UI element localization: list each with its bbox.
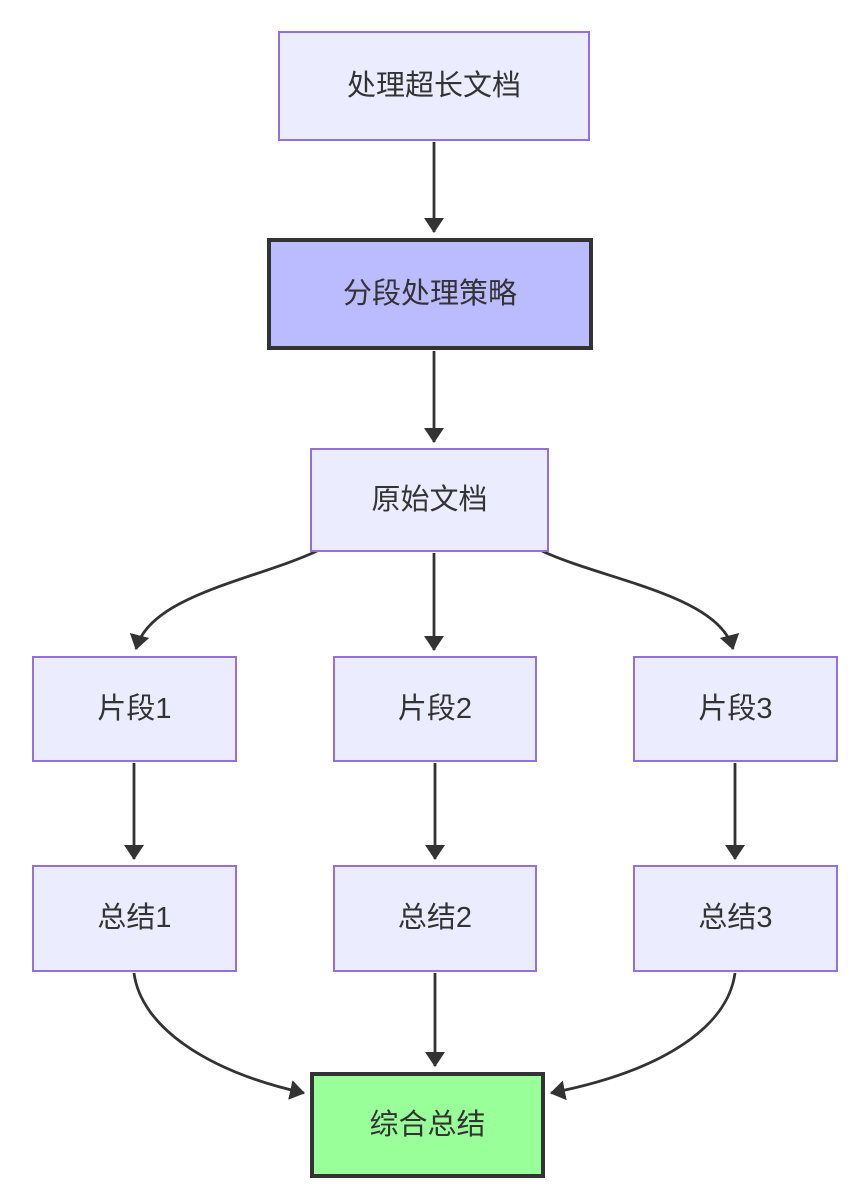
node-summary-2: 总结2	[333, 865, 537, 972]
node-summary-2-label: 总结2	[397, 902, 473, 935]
node-fragment-2-label: 片段2	[397, 692, 473, 725]
edge-original-doc-to-fragment-1	[129, 549, 318, 650]
node-original-doc: 原始文档	[310, 448, 549, 552]
node-summary-1-label: 总结1	[97, 902, 172, 935]
node-fragment-1: 片段1	[32, 656, 237, 762]
node-summary-3: 总结3	[633, 865, 838, 972]
node-fragment-2: 片段2	[333, 656, 537, 762]
node-fragment-3: 片段3	[633, 656, 838, 762]
edge-original-doc-to-fragment-3	[541, 549, 740, 650]
edge-summary-3-to-final-summary	[550, 972, 737, 1101]
node-segment-strategy-label: 分段处理策略	[342, 277, 517, 310]
node-fragment-3-label: 片段3	[698, 692, 773, 725]
node-original-doc-label: 原始文档	[371, 483, 488, 516]
edge-summary-1-to-final-summary	[132, 972, 305, 1100]
node-segment-strategy: 分段处理策略	[267, 238, 593, 350]
node-fragment-1-label: 片段1	[97, 692, 172, 725]
node-process-long-doc: 处理超长文档	[278, 31, 590, 141]
node-final-summary: 综合总结	[310, 1072, 545, 1178]
node-summary-1: 总结1	[32, 865, 237, 972]
node-summary-3-label: 总结3	[698, 902, 773, 935]
node-final-summary-label: 综合总结	[369, 1108, 486, 1141]
node-process-long-doc-label: 处理超长文档	[346, 69, 521, 102]
